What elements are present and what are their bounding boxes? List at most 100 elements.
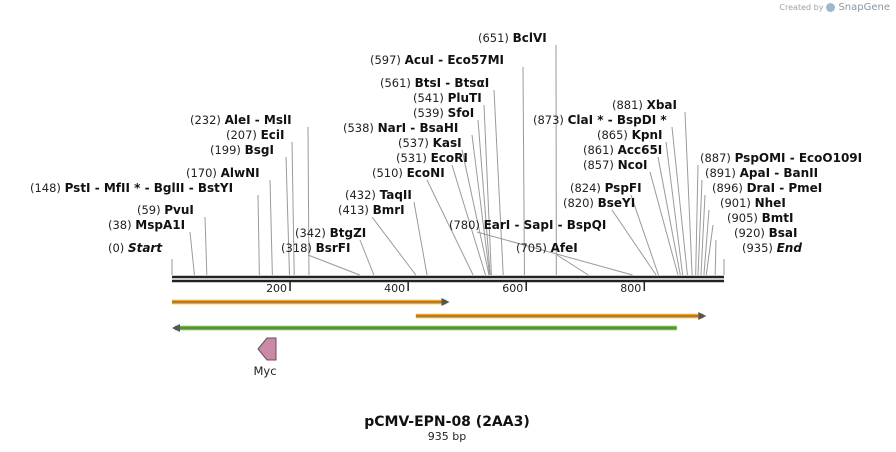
site-position: (170) [186,166,221,180]
site-label: (597) AcuI - Eco57MI [370,53,504,67]
site-name: Start [128,241,163,255]
site-name: BtsI - BtsαI [415,76,490,90]
site-name: PluTI [448,91,482,105]
site-position: (887) [700,151,735,165]
site-label: (891) ApaI - BanII [705,166,818,180]
site-name: EcoRI [431,151,468,165]
site-position: (705) [516,241,551,255]
site-leader-line [483,104,492,276]
site-label: (857) NcoI [583,158,647,172]
site-label: (232) AleI - MslI [190,113,292,127]
site-leader-line [697,179,703,276]
site-label: (432) TaqII [345,188,412,202]
site-name: Acc65I [618,143,663,157]
ruler-tick-label: 400 [384,282,405,295]
site-name: PspOMI - EcoO109I [735,151,863,165]
site-label: (861) Acc65I [583,143,662,157]
site-name: PspFI [605,181,642,195]
site-name: AfeI [551,241,578,255]
orange-feature-arrowhead [698,312,707,320]
site-position: (318) [281,241,316,255]
site-label: (905) BmtI [727,211,793,225]
site-label: (170) AlwNI [186,166,260,180]
site-name: BclVI [513,31,547,45]
site-position: (824) [570,181,605,195]
site-label: (873) ClaI * - BspDI * [533,113,667,127]
site-position: (531) [396,151,431,165]
site-name: BsaI [769,226,798,240]
site-position: (342) [295,226,330,240]
snapgene-logo-icon [826,3,836,12]
site-label: (538) NarI - BsaHI [343,121,458,135]
site-position: (597) [370,53,405,67]
site-name: KasI [433,136,462,150]
site-position: (896) [712,181,747,195]
site-leader-line [630,194,659,276]
site-name: EarI - SapI - BspQI [484,218,607,232]
map-subtitle: 935 bp [428,430,466,443]
site-leader-line [359,239,375,276]
orange-feature-arrowhead [441,298,450,306]
site-name: ClaI * - BspDI * [568,113,668,127]
site-label: (561) BtsI - BtsαI [380,76,489,90]
site-name: NheI [755,196,786,210]
site-leader-line [451,164,486,276]
site-name: DraI - PmeI [747,181,823,195]
site-name: TaqII [380,188,412,202]
site-lines [171,44,725,276]
green-feature-arrowhead [171,324,180,332]
site-position: (148) [30,181,65,195]
site-position: (857) [583,158,618,172]
site-position: (538) [343,121,378,135]
site-position: (873) [533,113,568,127]
site-leader-line [695,164,699,276]
credit-brand: SnapGene [838,2,890,13]
site-leader-line [657,156,681,276]
site-leader-line [649,171,679,276]
site-label: (342) BtgZI [295,226,366,240]
site-label: (651) BclVI [478,31,547,45]
site-label: (780) EarI - SapI - BspQI [449,218,606,232]
features: Myc [171,298,707,378]
site-position: (820) [563,196,598,210]
site-name: NarI - BsaHI [378,121,459,135]
site-position: (865) [597,128,632,142]
site-position: (561) [380,76,415,90]
credit-prefix: Created by [779,3,824,12]
site-leader-line [413,201,428,276]
site-name: NcoI [618,158,648,172]
site-name: BsgI [245,143,274,157]
site-position: (537) [398,136,433,150]
site-label: (531) EcoRI [396,151,468,165]
site-leader-line [493,89,504,276]
site-position: (541) [413,91,448,105]
site-label: (541) PluTI [413,91,482,105]
site-leader-line [665,141,684,276]
site-leader-line [426,179,474,276]
site-position: (920) [734,226,769,240]
site-position: (935) [742,241,777,255]
site-label: (318) BsrFI [281,241,350,255]
site-leader-line [700,194,706,276]
site-position: (539) [413,106,448,120]
site-name: EciI [261,128,285,142]
site-leader-line [285,156,290,276]
site-leader-line [307,126,310,276]
site-label: (539) SfoI [413,106,474,120]
site-name: BsrFI [316,241,351,255]
site-position: (651) [478,31,513,45]
site-label: (537) KasI [398,136,462,150]
site-leader-line [522,66,525,276]
site-leader-line [269,179,273,276]
site-label: (413) BmrI [338,203,405,217]
site-name: PvuI [164,203,194,217]
site-leader-line [189,231,195,276]
site-name: BseYI [598,196,636,210]
site-label: (824) PspFI [570,181,642,195]
site-leader-line [703,209,710,276]
site-name: ApaI - BanII [740,166,819,180]
myc-feature-arrow [257,337,277,361]
site-leader-line [471,134,491,276]
